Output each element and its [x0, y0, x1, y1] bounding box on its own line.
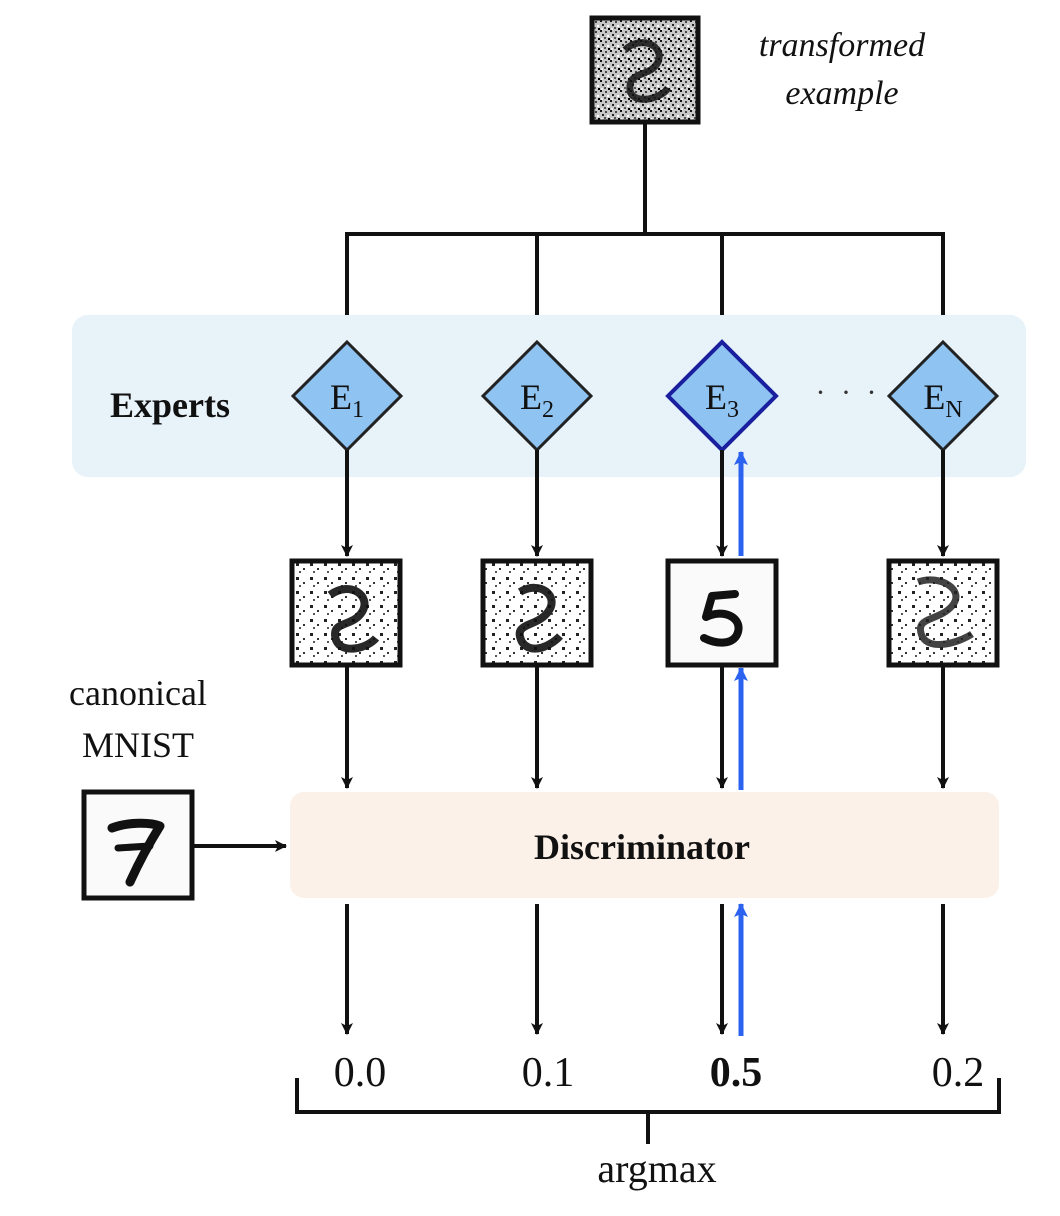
discriminator-label: Discriminator — [534, 827, 750, 867]
svg-text:E2: E2 — [520, 377, 554, 423]
input-label-line2: example — [785, 75, 898, 112]
score-expert-n: 0.2 — [932, 1050, 985, 1096]
expert-n-subscript: N — [945, 397, 962, 423]
score-arrows — [341, 904, 949, 1035]
canonical-label-line2: MNIST — [82, 725, 194, 765]
expert-2-output-image — [480, 558, 594, 668]
expert-n-label: E — [923, 377, 945, 417]
svg-text:EN: EN — [923, 377, 962, 423]
to-discriminator-arrows — [341, 667, 949, 789]
svg-text:E1: E1 — [330, 377, 364, 423]
expert-1-node: E1 — [290, 339, 404, 453]
input-image — [589, 15, 701, 125]
expert-1-subscript: 1 — [352, 397, 364, 423]
canonical-label-line1: canonical — [69, 673, 207, 713]
experts-panel-label: Experts — [110, 385, 230, 425]
expert-3-output-image — [665, 558, 779, 668]
expert-3-subscript: 3 — [727, 397, 739, 423]
canonical-mnist-image — [81, 789, 195, 901]
argmax-label: argmax — [597, 1146, 716, 1191]
distribution-lines — [345, 124, 945, 236]
discriminator-box — [290, 792, 999, 898]
argmax-bracket — [295, 1078, 1001, 1144]
expert-3-label: E — [705, 377, 727, 417]
expert-2-label: E — [520, 377, 542, 417]
score-expert-3-best: 0.5 — [710, 1050, 763, 1096]
score-expert-2: 0.1 — [522, 1050, 575, 1096]
expert-1-label: E — [330, 377, 352, 417]
expert-output-arrows — [341, 450, 949, 557]
svg-text:E3: E3 — [705, 377, 739, 423]
expert-n-output-image — [886, 558, 1000, 668]
score-expert-1: 0.0 — [334, 1050, 387, 1096]
experts-ellipsis: · · · — [816, 376, 881, 409]
expert-2-subscript: 2 — [542, 397, 554, 423]
input-label-line1: transformed — [759, 27, 926, 64]
expert-1-output-image — [289, 558, 403, 668]
